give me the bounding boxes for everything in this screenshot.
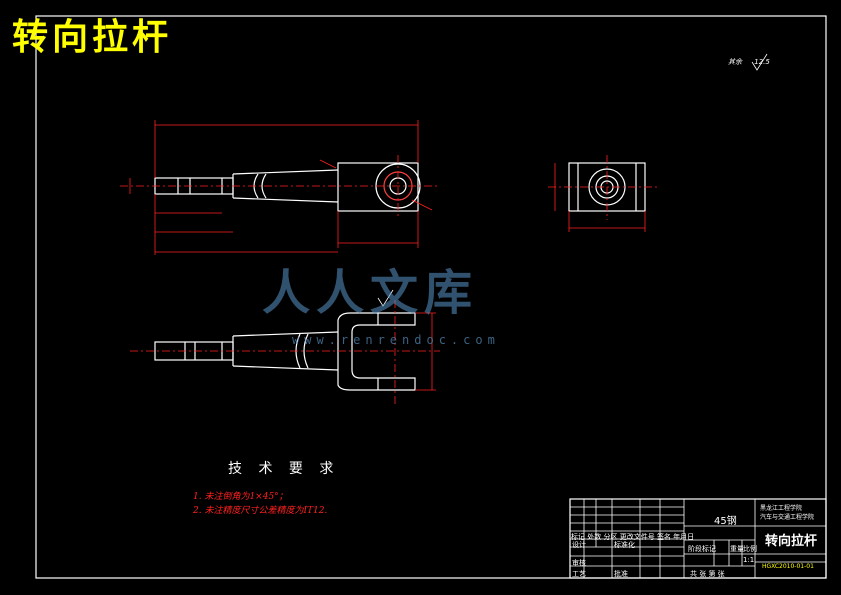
title-block-part-name: 转向拉杆 [765,534,818,549]
roughness-note: 其余 12.5 [728,57,770,67]
label-zone: 分区 [603,533,618,541]
roughness-symbol-2 [377,289,394,307]
front-view-dimensions [129,120,433,255]
title-block-stage: 阶段标记 [688,545,716,553]
label-change-doc: 更改文件号 [619,533,655,541]
title-block-process: 工艺 [572,570,586,578]
roughness-value: 12.5 [754,58,770,66]
watermark-text: 人人文库 [262,265,479,321]
title-block-review: 审核 [572,559,586,567]
technical-requirement-1: 1. 未注倒角为1×45°； [193,492,288,502]
roughness-label: 其余 [728,58,742,66]
title-block-school-line1: 黑龙江工程学院 [760,505,803,512]
title-block-scale-value: 1:1 [743,556,755,564]
title-block-approve: 批准 [614,570,628,578]
watermark-url: www.renrendoc.com [292,333,500,347]
label-signature: 签名 [656,533,671,541]
label-count: 处数 [587,533,602,541]
title-block-standard: 标准化 [614,541,635,549]
title-block-material: 45钢 [714,516,737,527]
title-block-row-labels: 标记 处数 分区 更改文件号 签名 年月日 [571,532,694,542]
technical-requirements-heading: 技 术 要 求 [228,461,340,477]
drawing-title: 转向拉杆 [12,16,173,58]
top-view-centerline [130,300,440,405]
title-block-grid [569,498,827,579]
title-block-scale-label: 比例 [743,545,757,553]
technical-requirement-2: 2. 未注精度尺寸公差精度为IT12. [193,506,328,516]
title-block-drawing-number: HGXC2010-01-01 [762,563,814,570]
roughness-symbol [751,53,768,71]
title-block-weight: 重量 [730,545,744,553]
title-block-design: 设计 [572,541,586,549]
sheet-border [35,15,827,579]
top-view [154,312,416,391]
title-block-school-line2: 汽车与交通工程学院 [760,514,815,521]
label-mark: 标记 [571,533,585,541]
side-view-dimensions [548,155,660,232]
label-date: 年月日 [673,533,695,541]
top-view-dimensions [415,312,436,391]
front-view [154,162,421,212]
front-view-centerline [120,155,440,218]
title-block-sheet: 共 张 第 张 [690,570,725,578]
